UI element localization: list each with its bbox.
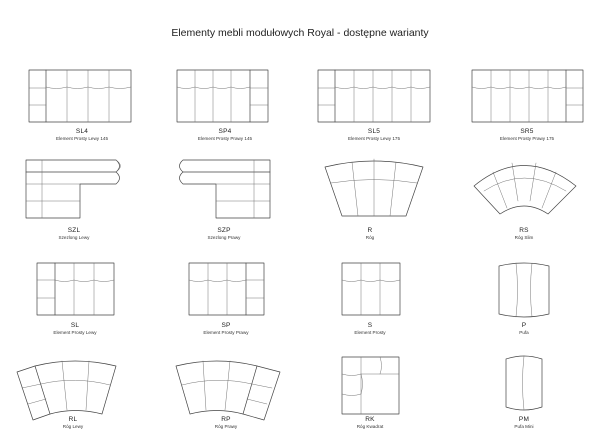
module-name: Róg Prawy bbox=[214, 424, 238, 430]
module-name: Element Prosty Prawy 175 bbox=[499, 136, 555, 142]
module-name: Element Prosty Prawy 145 bbox=[197, 136, 253, 142]
module-name: Pufa Mini bbox=[514, 424, 534, 430]
module-rs-drawing bbox=[473, 162, 577, 215]
module-label-pm: PM Pufa Mini bbox=[459, 416, 589, 430]
module-code: P bbox=[521, 322, 527, 329]
module-name: Szezlong Lewy bbox=[58, 235, 90, 241]
module-label-sr5: SR5 Element Prosty Prawy 175 bbox=[462, 128, 592, 142]
module-name: Róg bbox=[365, 235, 375, 241]
module-code: SL4 bbox=[75, 128, 89, 135]
module-label-r: R Róg bbox=[305, 227, 435, 241]
module-code: SP4 bbox=[218, 128, 232, 135]
module-code: SR5 bbox=[520, 128, 534, 135]
module-name: Element Prosty Prawy bbox=[203, 330, 249, 336]
module-code: RL bbox=[68, 416, 78, 423]
module-code: SL bbox=[70, 322, 80, 329]
module-name: Element Prosty Lewy bbox=[53, 330, 97, 336]
module-name: Róg Lewy bbox=[62, 424, 84, 430]
module-s-drawing bbox=[341, 262, 401, 316]
module-sl5-drawing bbox=[317, 69, 431, 123]
module-code: R bbox=[367, 227, 373, 234]
module-label-p: P Pufa bbox=[459, 322, 589, 336]
module-name: Szezlong Prawy bbox=[207, 235, 241, 241]
module-label-rl: RL Róg Lewy bbox=[8, 416, 138, 430]
module-label-szp: SZP Szezlong Prawy bbox=[159, 227, 289, 241]
module-rp-drawing bbox=[175, 360, 281, 421]
module-sl4-drawing bbox=[28, 69, 132, 123]
module-label-sl: SL Element Prosty Lewy bbox=[10, 322, 140, 336]
module-name: Element Prosty bbox=[354, 330, 386, 336]
module-code: SL5 bbox=[367, 128, 381, 135]
module-label-sp: SP Element Prosty Prawy bbox=[161, 322, 291, 336]
module-code: SZL bbox=[67, 227, 81, 234]
module-label-s: S Element Prosty bbox=[305, 322, 435, 336]
module-sr5-drawing bbox=[471, 69, 584, 123]
module-name: Róg Slim bbox=[514, 235, 534, 241]
module-sp-drawing bbox=[188, 262, 265, 316]
module-label-rp: RP Róg Prawy bbox=[161, 416, 291, 430]
module-code: RS bbox=[519, 227, 529, 234]
module-name: Element Prosty Lewy 145 bbox=[55, 136, 109, 142]
module-label-sp4: SP4 Element Prosty Prawy 145 bbox=[160, 128, 290, 142]
module-sp4-drawing bbox=[176, 69, 269, 123]
module-label-rk: RK Róg Kwadrat bbox=[305, 416, 435, 430]
module-code: RP bbox=[221, 416, 231, 423]
module-p-drawing bbox=[498, 262, 550, 318]
module-label-sl5: SL5 Element Prosty Lewy 175 bbox=[309, 128, 439, 142]
page-title: Elementy mebli modułowych Royal - dostęp… bbox=[171, 27, 429, 39]
module-rk-drawing bbox=[341, 356, 400, 415]
module-label-szl: SZL Szezlong Lewy bbox=[9, 227, 139, 241]
module-szp-drawing bbox=[179, 159, 271, 219]
module-label-rs: RS Róg Slim bbox=[459, 227, 589, 241]
module-pm-drawing bbox=[505, 355, 543, 411]
module-sl-drawing bbox=[36, 262, 115, 316]
module-name: Róg Kwadrat bbox=[356, 424, 384, 430]
module-name: Element Prosty Lewy 175 bbox=[347, 136, 401, 142]
module-code: PM bbox=[518, 416, 530, 423]
module-name: Pufa bbox=[519, 330, 529, 336]
module-r-drawing bbox=[324, 158, 424, 217]
module-label-sl4: SL4 Element Prosty Lewy 145 bbox=[17, 128, 147, 142]
module-rl-drawing bbox=[16, 360, 117, 421]
module-code: SZP bbox=[217, 227, 231, 234]
module-code: S bbox=[367, 322, 373, 329]
module-code: SP bbox=[221, 322, 231, 329]
module-code: RK bbox=[365, 416, 375, 423]
module-szl-drawing bbox=[25, 159, 121, 219]
